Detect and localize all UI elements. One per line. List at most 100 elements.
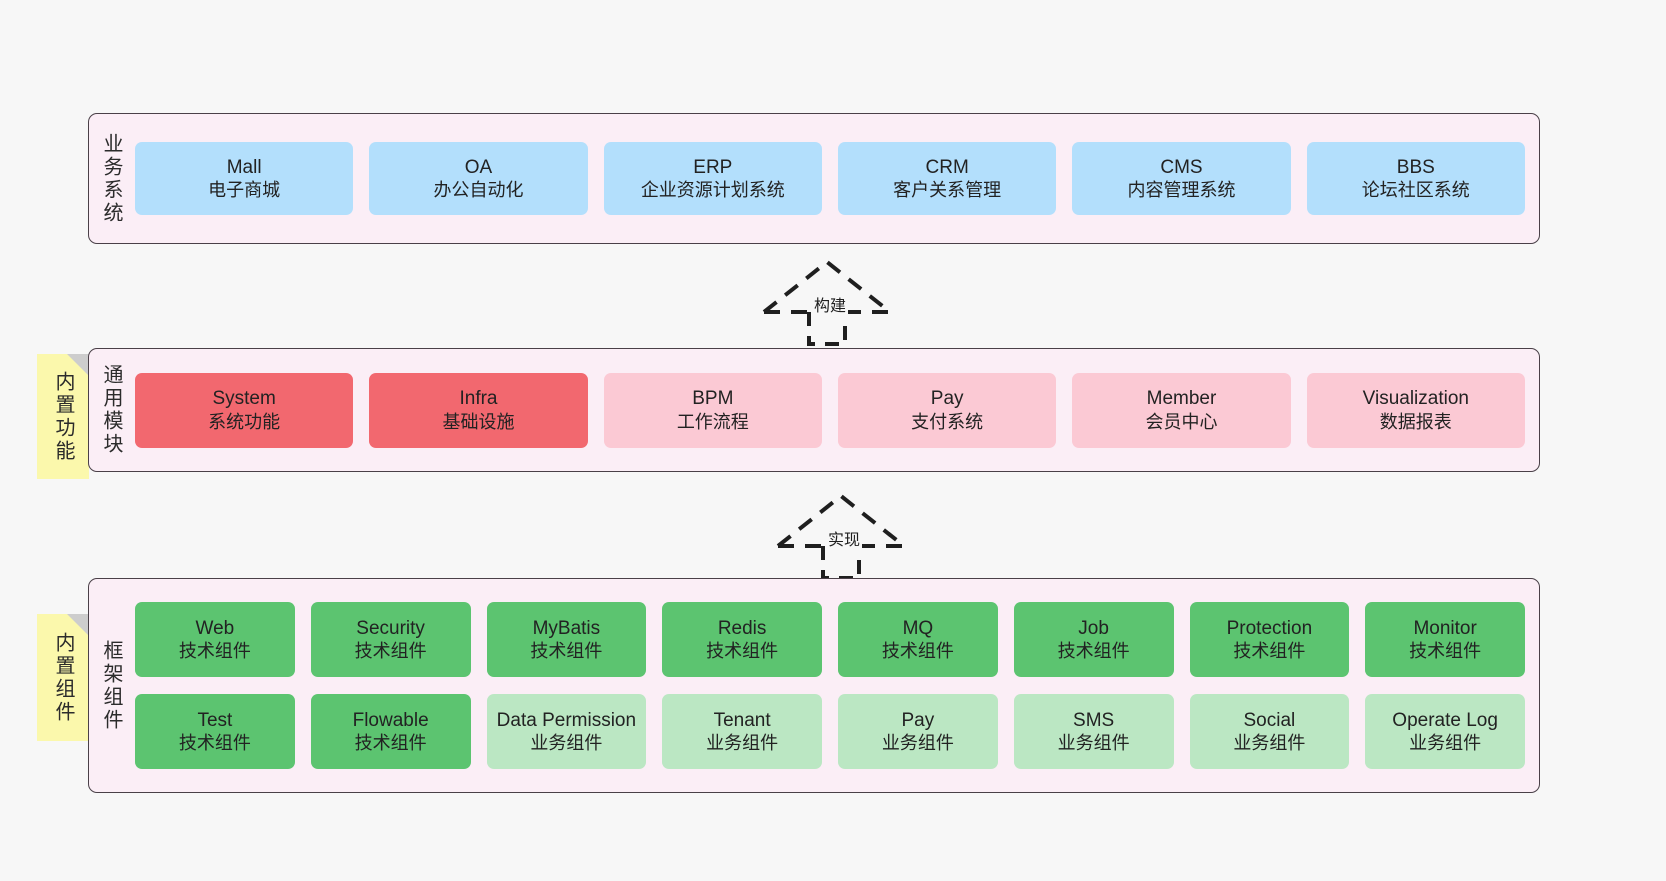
card-title-cn: 客户关系管理 (893, 180, 1002, 201)
card-title-cn: 业务组件 (706, 733, 779, 754)
card-title-cn: 技术组件 (706, 641, 779, 662)
card-pay[interactable]: Pay 支付系统 (837, 372, 1057, 448)
card-erp[interactable]: ERP 企业资源计划系统 (603, 142, 822, 215)
card-oa[interactable]: OA 办公自动化 (369, 142, 588, 215)
card-title-en: SMS (1073, 709, 1115, 731)
card-title-en: Tenant (713, 709, 771, 731)
layer-business-system: 业务系统 Mall 电子商城 OA 办公自动化 ERP 企业资源计划系统 CRM… (88, 113, 1540, 244)
card-title-cn: 办公自动化 (433, 180, 524, 201)
card-mall[interactable]: Mall 电子商城 (135, 142, 354, 215)
card-crm[interactable]: CRM 客户关系管理 (837, 142, 1057, 215)
card-title-en: CRM (925, 156, 969, 178)
layer-common-modules: 通用模块 System 系统功能 Infra 基础设施 BPM 工作流程 Pay… (88, 348, 1540, 472)
card-data-permission[interactable]: Data Permission 业务组件 (486, 694, 647, 769)
layer-body-business: Mall 电子商城 OA 办公自动化 ERP 企业资源计划系统 CRM 客户关系… (133, 114, 1539, 243)
card-title-en: MQ (902, 617, 934, 639)
card-title-en: System (212, 388, 276, 410)
card-bbs[interactable]: BBS 论坛社区系统 (1306, 142, 1525, 215)
note-builtin-component: 内置组件 (37, 614, 89, 741)
card-pay-business[interactable]: Pay 业务组件 (838, 694, 998, 769)
card-visualization[interactable]: Visualization 数据报表 (1306, 372, 1525, 448)
card-title-en: OA (464, 156, 493, 178)
card-title-en: Visualization (1362, 388, 1469, 410)
card-title-cn: 技术组件 (178, 733, 251, 754)
card-title-en: ERP (693, 156, 733, 178)
card-title-en: Social (1243, 709, 1296, 731)
card-title-en: Test (197, 709, 233, 731)
card-title-cn: 技术组件 (354, 733, 427, 754)
layer-body-framework: Web 技术组件 Security 技术组件 MyBatis 技术组件 Redi… (133, 579, 1539, 792)
connector-implement-label: 实现 (826, 526, 863, 550)
card-redis[interactable]: Redis 技术组件 (662, 602, 822, 677)
card-protection[interactable]: Protection 技术组件 (1189, 602, 1350, 677)
card-flowable[interactable]: Flowable 技术组件 (310, 694, 471, 769)
card-title-cn: 企业资源计划系统 (640, 180, 785, 201)
layer-title-framework: 框架组件 (100, 639, 122, 732)
card-title-en: MyBatis (532, 617, 601, 639)
card-title-cn: 业务组件 (1057, 733, 1130, 754)
card-title-cn: 数据报表 (1379, 411, 1452, 432)
card-sms[interactable]: SMS 业务组件 (1013, 694, 1174, 769)
card-title-cn: 论坛社区系统 (1361, 180, 1470, 201)
card-mybatis[interactable]: MyBatis 技术组件 (486, 602, 647, 677)
card-title-cn: 技术组件 (354, 641, 427, 662)
card-title-cn: 支付系统 (911, 411, 984, 432)
card-title-en: Flowable (352, 709, 429, 731)
fold-corner-icon (67, 354, 89, 376)
card-title-en: Security (356, 617, 425, 639)
card-security[interactable]: Security 技术组件 (310, 602, 471, 677)
card-title-en: BBS (1396, 156, 1435, 178)
card-row: Mall 电子商城 OA 办公自动化 ERP 企业资源计划系统 CRM 客户关系… (135, 142, 1525, 215)
card-row: System 系统功能 Infra 基础设施 BPM 工作流程 Pay 支付系统… (135, 372, 1525, 448)
card-row: Web 技术组件 Security 技术组件 MyBatis 技术组件 Redi… (135, 602, 1525, 677)
note-label: 内置功能 (52, 370, 74, 463)
note-label: 内置组件 (52, 631, 74, 724)
card-member[interactable]: Member 会员中心 (1072, 372, 1291, 448)
card-monitor[interactable]: Monitor 技术组件 (1365, 602, 1525, 677)
card-title-cn: 技术组件 (881, 641, 954, 662)
card-operate-log[interactable]: Operate Log 业务组件 (1365, 694, 1525, 769)
card-title-cn: 技术组件 (530, 641, 603, 662)
card-cms[interactable]: CMS 内容管理系统 (1072, 142, 1291, 215)
card-title-en: Redis (717, 617, 767, 639)
card-job[interactable]: Job 技术组件 (1013, 602, 1174, 677)
layer-title-common: 通用模块 (100, 364, 122, 456)
card-title-cn: 技术组件 (1233, 641, 1306, 662)
connector-build-label: 构建 (812, 292, 849, 316)
card-system[interactable]: System 系统功能 (135, 372, 354, 448)
card-tenant[interactable]: Tenant 业务组件 (662, 694, 822, 769)
card-title-cn: 业务组件 (1233, 733, 1306, 754)
card-title-cn: 基础设施 (442, 411, 515, 432)
card-title-en: Operate Log (1392, 709, 1498, 731)
card-social[interactable]: Social 业务组件 (1189, 694, 1350, 769)
card-title-en: CMS (1160, 156, 1203, 178)
card-test[interactable]: Test 技术组件 (135, 694, 295, 769)
card-title-cn: 业务组件 (530, 733, 603, 754)
card-title-en: Protection (1226, 617, 1313, 639)
connector-implement-arrow: 实现 (766, 490, 916, 580)
card-infra[interactable]: Infra 基础设施 (369, 372, 588, 448)
card-title-cn: 系统功能 (208, 411, 281, 432)
card-title-en: Monitor (1413, 617, 1477, 639)
card-title-cn: 业务组件 (1409, 733, 1482, 754)
connector-build-arrow: 构建 (752, 256, 902, 346)
card-title-cn: 技术组件 (178, 641, 251, 662)
card-title-cn: 会员中心 (1145, 411, 1218, 432)
card-title-cn: 技术组件 (1409, 641, 1482, 662)
card-title-cn: 内容管理系统 (1127, 180, 1236, 201)
card-title-en: Mall (226, 156, 262, 178)
fold-corner-icon (67, 614, 89, 636)
card-title-en: Pay (901, 709, 935, 731)
layer-framework-components: 框架组件 Web 技术组件 Security 技术组件 MyBatis 技术组件… (88, 578, 1540, 793)
card-bpm[interactable]: BPM 工作流程 (603, 372, 822, 448)
card-title-en: Member (1146, 388, 1217, 410)
card-title-en: Data Permission (496, 709, 637, 731)
card-mq[interactable]: MQ 技术组件 (838, 602, 998, 677)
card-title-en: BPM (692, 388, 734, 410)
card-title-cn: 技术组件 (1057, 641, 1130, 662)
note-builtin-feature: 内置功能 (37, 354, 89, 479)
card-title-cn: 业务组件 (881, 733, 954, 754)
card-web[interactable]: Web 技术组件 (135, 602, 295, 677)
layer-body-common: System 系统功能 Infra 基础设施 BPM 工作流程 Pay 支付系统… (133, 349, 1539, 471)
